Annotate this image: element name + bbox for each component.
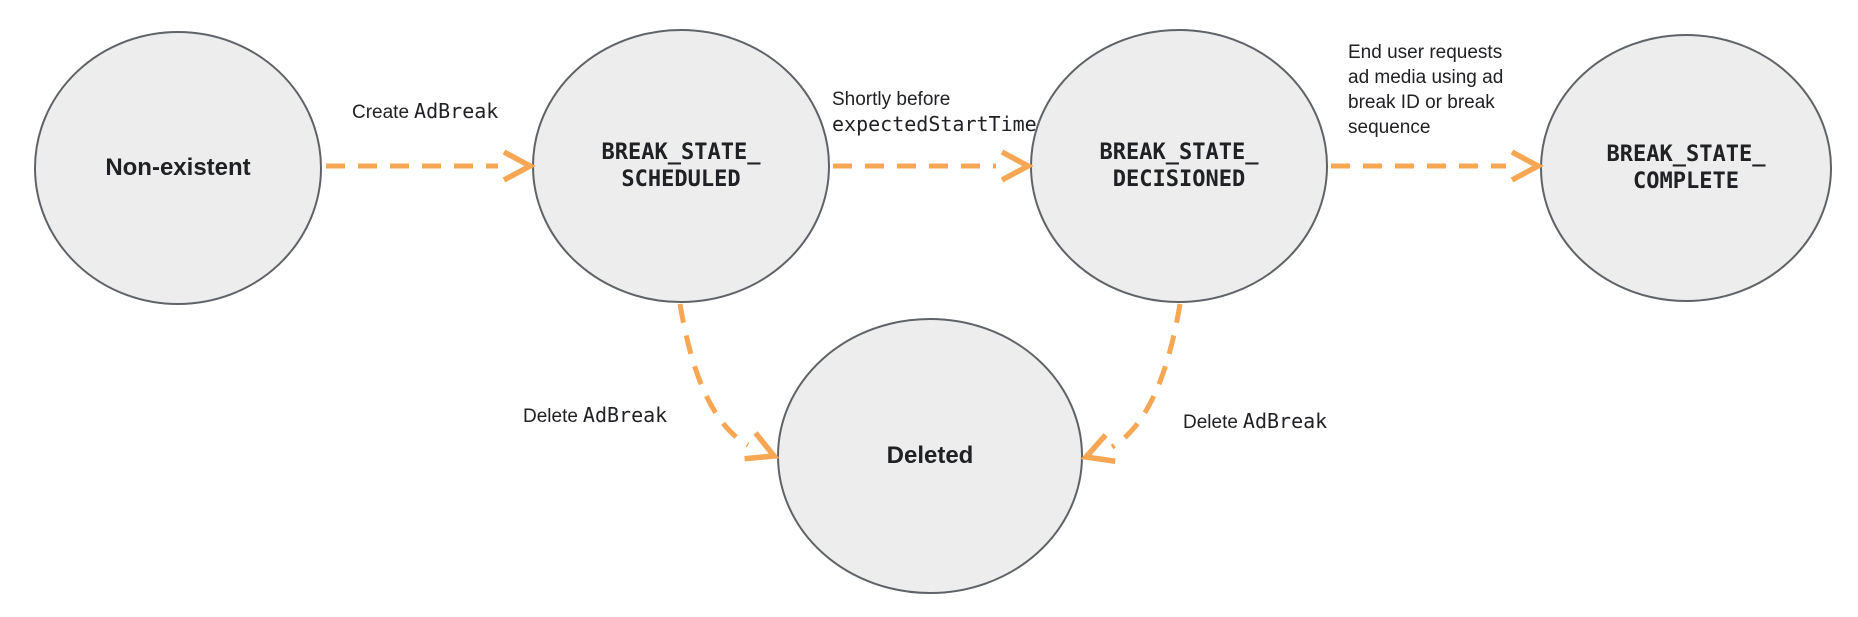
arrowhead-icon-delete-right xyxy=(1080,433,1116,464)
arrowhead-icon-create-adbreak xyxy=(502,149,536,183)
edge-label-text: Delete xyxy=(523,406,578,427)
edge-label-code: AdBreak xyxy=(582,403,668,427)
state-node-non-existent xyxy=(34,31,322,305)
transition-arrow-delete-right xyxy=(1110,303,1183,450)
arrowhead-icon-end-user-requests xyxy=(1510,149,1544,183)
state-node-deleted xyxy=(777,318,1083,594)
arrowhead-icon-delete-left xyxy=(744,431,780,462)
state-node-break-state-complete xyxy=(1540,34,1832,302)
edge-label-text: Create xyxy=(352,102,410,123)
edge-label-code: AdBreak xyxy=(414,99,499,123)
edge-label-end-user-requests: End user requests ad media using ad brea… xyxy=(1348,42,1504,138)
edge-label-code: AdBreak xyxy=(1242,409,1328,433)
edge-label-text: Delete xyxy=(1183,412,1238,433)
state-node-break-state-scheduled xyxy=(532,29,830,303)
edge-label-code: expectedStartTime xyxy=(832,112,1037,136)
state-node-break-state-decisioned xyxy=(1030,29,1328,303)
transition-arrow-delete-left xyxy=(677,303,750,448)
edge-label-text: Shortly before xyxy=(832,89,951,110)
edge-label-shortly-before: Shortly before expectedStartTime xyxy=(832,87,1037,137)
arrowhead-icon-shortly-before xyxy=(1000,149,1034,183)
